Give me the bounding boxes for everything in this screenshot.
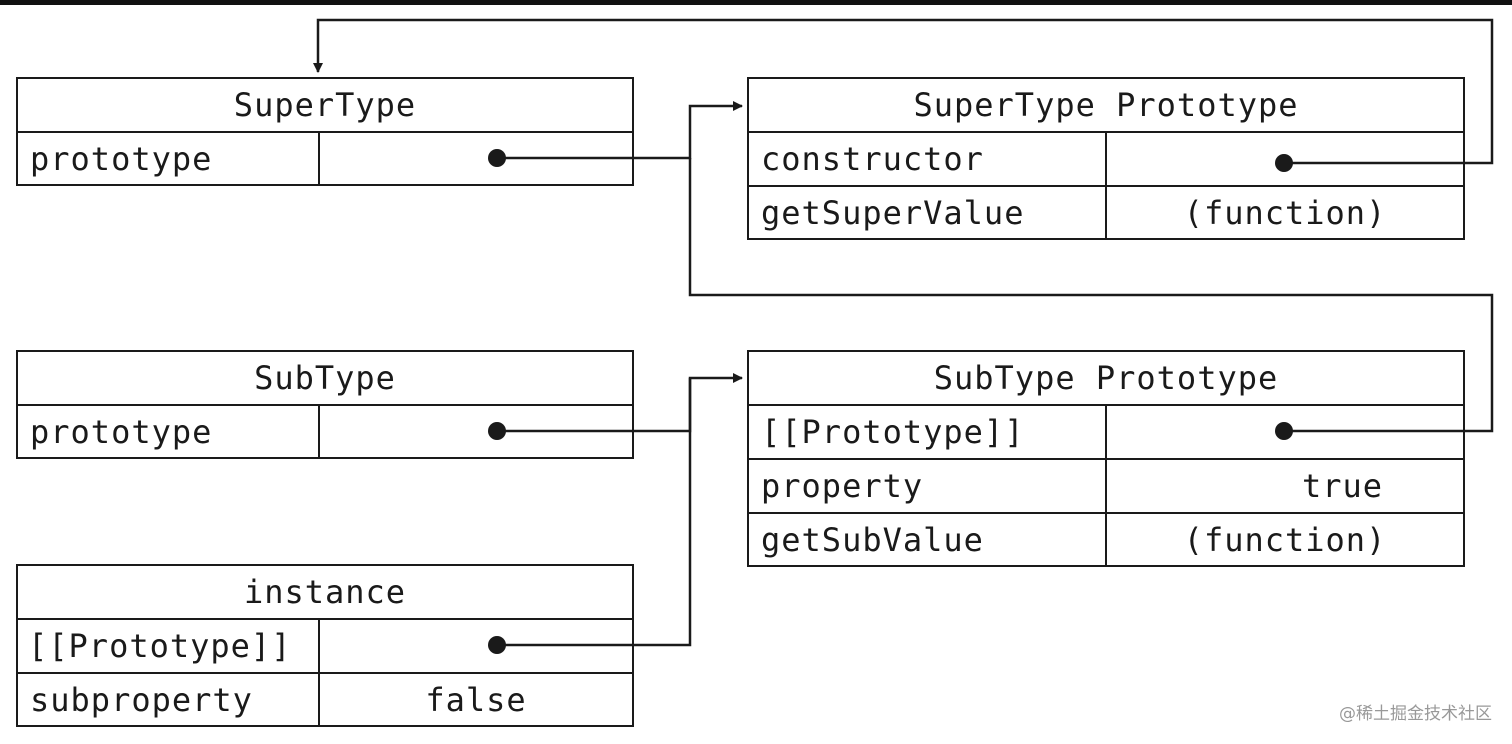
supertype-title: SuperType: [233, 86, 417, 124]
property-key: property: [749, 460, 1107, 512]
subtype-prototype-row-getsubvalue: getSubValue (function): [749, 512, 1463, 566]
instance-row-proto: [[Prototype]]: [18, 618, 632, 672]
subtype-prototype-row-proto: [[Prototype]]: [749, 404, 1463, 458]
supertype-prototype-row-getsupervalue: getSuperValue (function): [749, 185, 1463, 239]
subtype-prototype-title: SubType Prototype: [933, 359, 1279, 397]
supertype-prototype-row-constructor: constructor: [749, 131, 1463, 185]
subtype-row-prototype: prototype: [18, 404, 632, 458]
getsubvalue-key: getSubValue: [749, 514, 1107, 566]
subproperty-value: false: [425, 681, 527, 719]
instance-proto-arrow: [497, 378, 692, 647]
supertype-row-prototype: prototype: [18, 131, 632, 185]
getsupervalue-value: (function): [1183, 194, 1387, 232]
subtype-prototype-dot: [488, 422, 506, 440]
instance-title: instance: [243, 573, 407, 611]
subtype-box: SubType prototype: [16, 350, 634, 459]
supertype-prototype-title: SuperType Prototype: [913, 86, 1299, 124]
getsubvalue-value: (function): [1183, 521, 1387, 559]
top-edge-bar: [0, 0, 1512, 5]
supertype-prototype-box: SuperType Prototype constructor getSuper…: [747, 77, 1465, 240]
subtype-proto-to-supertype-proto-arrow: [688, 158, 1494, 433]
property-value: true: [1301, 467, 1383, 505]
subtype-title: SubType: [254, 359, 396, 397]
constructor-dot: [1275, 154, 1293, 172]
subtype-proto-link-dot: [1275, 422, 1293, 440]
constructor-to-supertype-arrow: [313, 18, 1494, 165]
instance-proto-link-key: [[Prototype]]: [18, 620, 320, 672]
getsupervalue-key: getSuperValue: [749, 187, 1107, 239]
subtype-prototype-arrow: [497, 373, 743, 433]
supertype-prototype-key: prototype: [18, 133, 320, 185]
supertype-prototype-arrow: [497, 101, 743, 160]
constructor-key: constructor: [749, 133, 1107, 185]
supertype-box: SuperType prototype: [16, 77, 634, 186]
subtype-prototype-row-property: property true: [749, 458, 1463, 512]
instance-proto-link-dot: [488, 636, 506, 654]
subproperty-key: subproperty: [18, 674, 320, 726]
subtype-prototype-box: SubType Prototype [[Prototype]] property…: [747, 350, 1465, 567]
subtype-prototype-key: prototype: [18, 406, 320, 458]
instance-row-subproperty: subproperty false: [18, 672, 632, 726]
subtype-proto-link-key: [[Prototype]]: [749, 406, 1107, 458]
supertype-prototype-dot: [488, 149, 506, 167]
watermark: @稀土掘金技术社区: [1339, 704, 1492, 724]
